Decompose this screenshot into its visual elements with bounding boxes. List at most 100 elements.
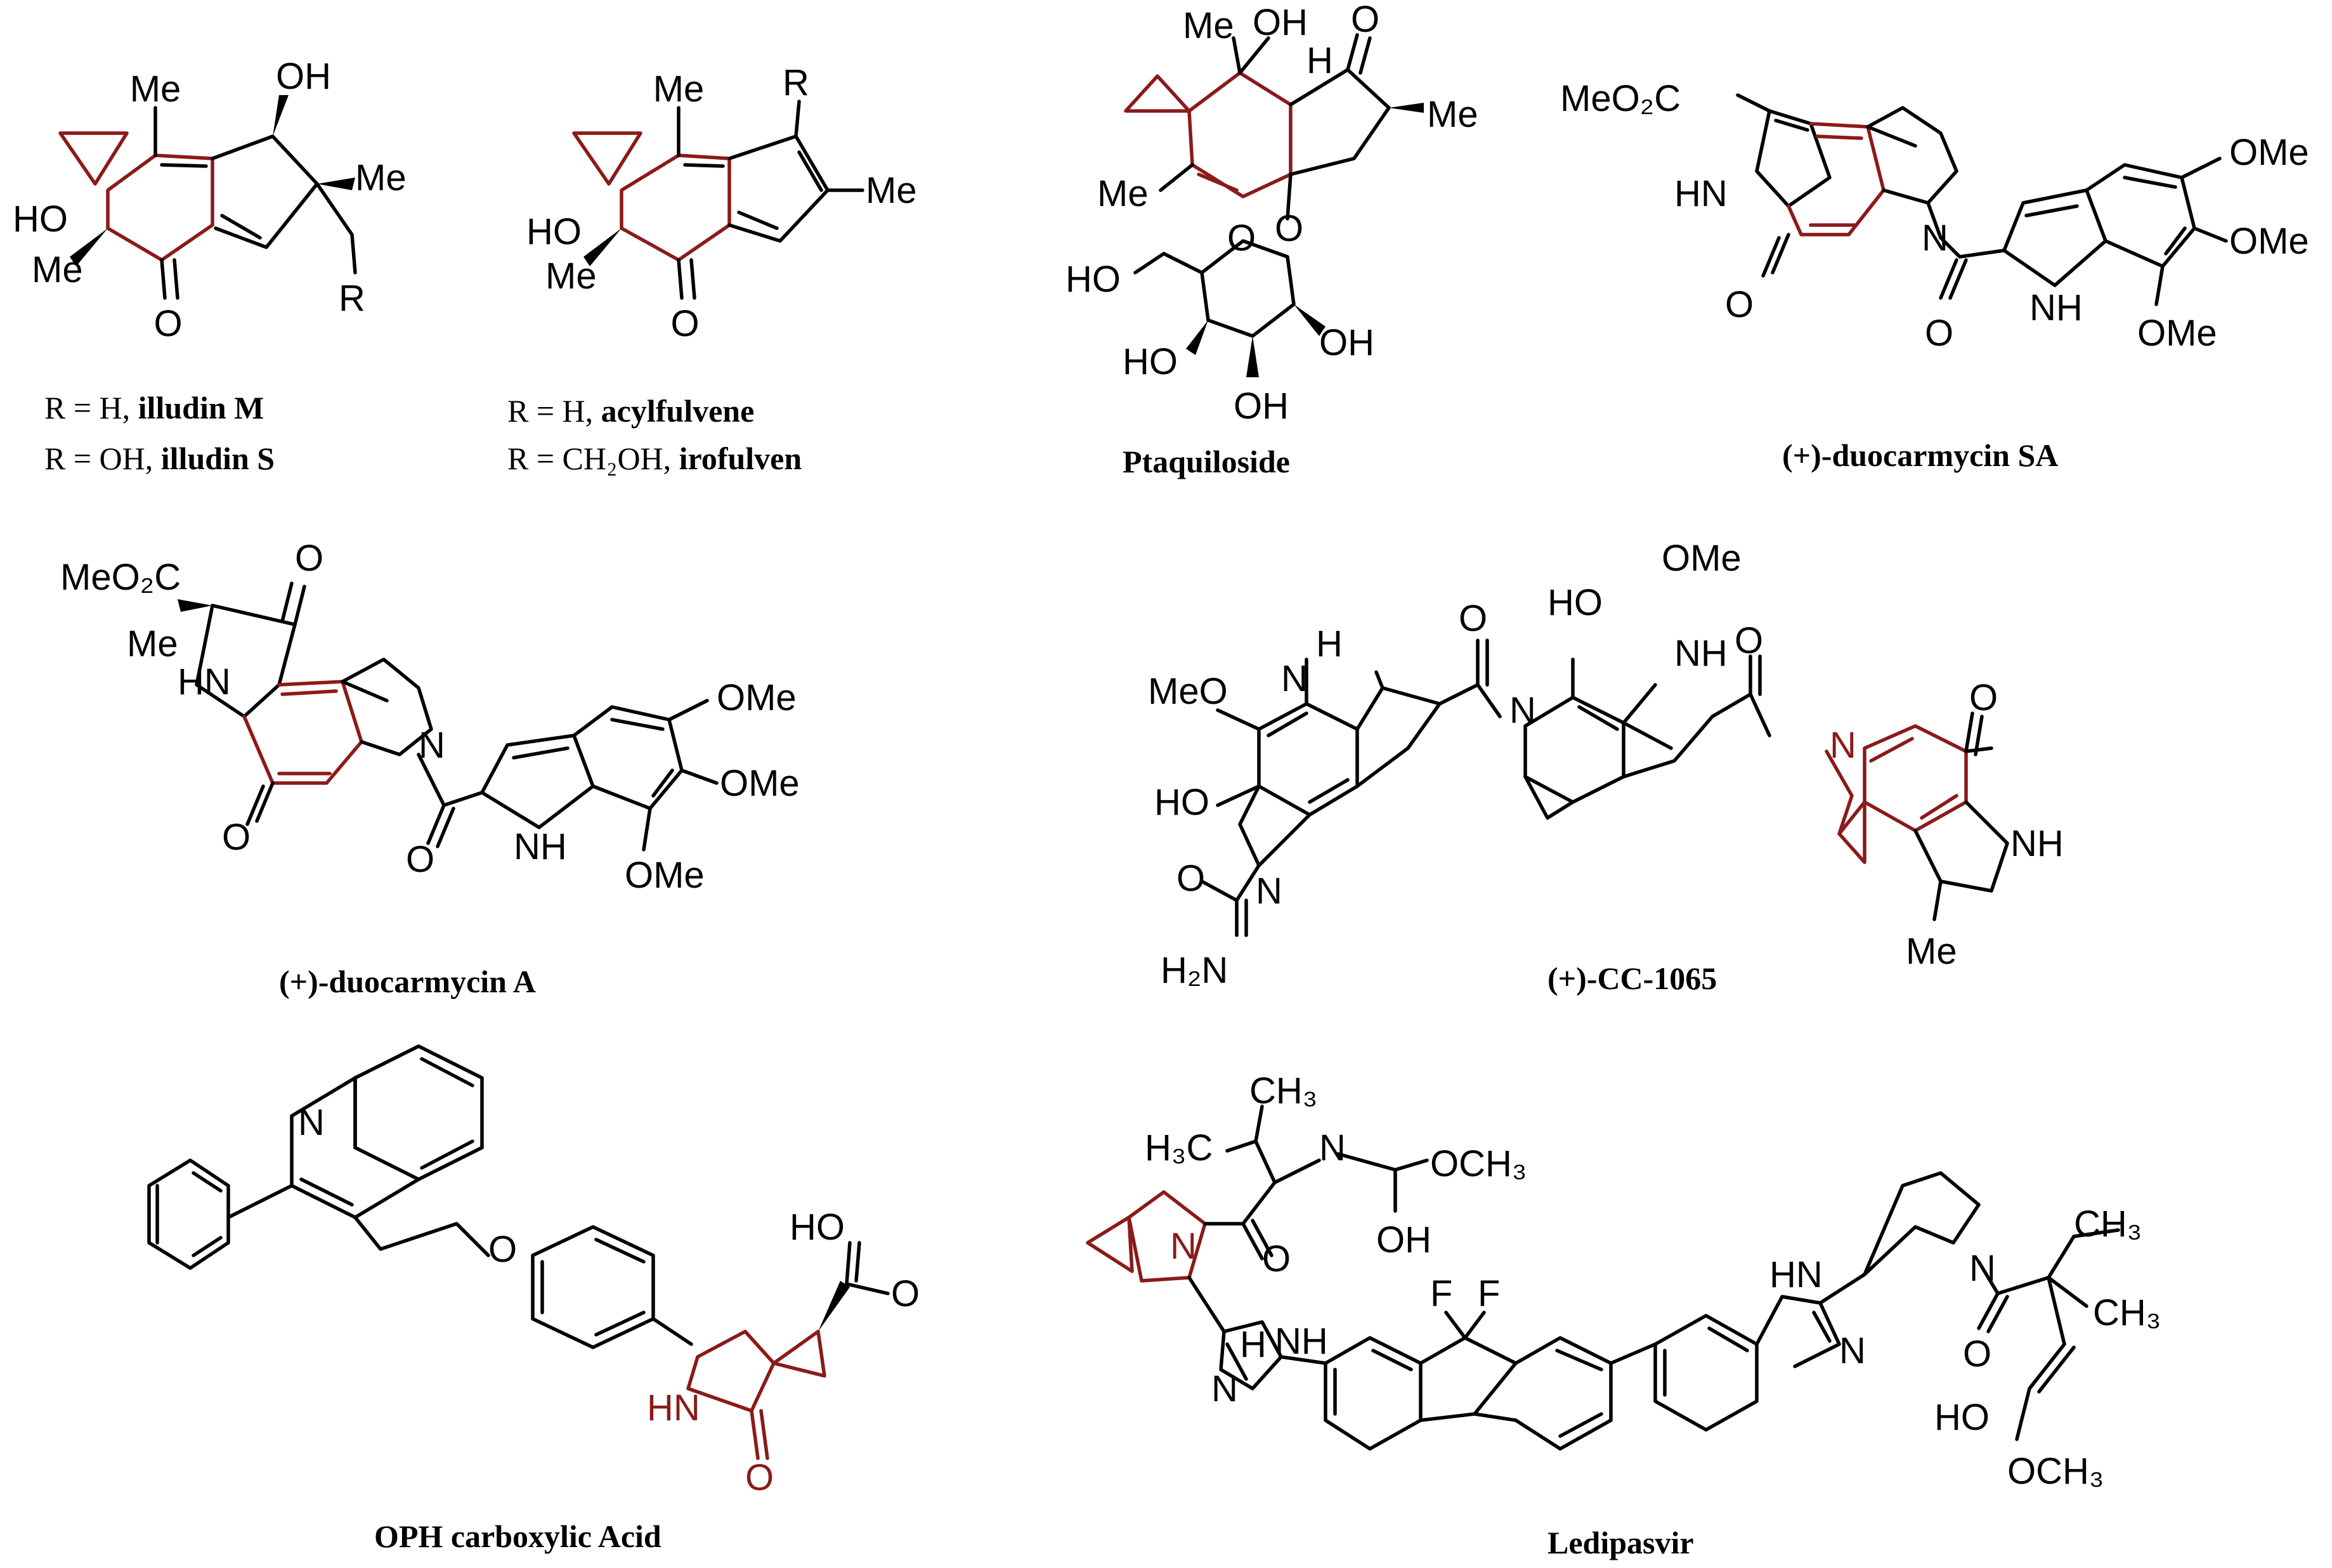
n-label: N xyxy=(1969,1248,1996,1289)
me-label: Me xyxy=(355,157,407,198)
oh-label: OH xyxy=(1253,2,1308,43)
ome-label: OMe xyxy=(625,855,705,896)
ome-label: OMe xyxy=(1662,538,1742,579)
oh-label: OH xyxy=(1234,386,1289,427)
n-label: N xyxy=(1256,871,1282,912)
o-label: O xyxy=(670,303,699,344)
o-label: O xyxy=(1351,0,1379,40)
ome-label: OMe xyxy=(720,763,800,804)
ptaquiloside-caption: Ptaquiloside xyxy=(1123,444,1290,479)
och3-label: OCH₃ xyxy=(1430,1143,1527,1184)
me-label: Me xyxy=(127,623,178,664)
meo-label: MeO xyxy=(1148,671,1228,712)
o-label: O xyxy=(222,817,251,858)
ptaquiloside-structure: Me OH H O Me Me O O HO HO OH OH xyxy=(1065,0,1478,427)
hn-label: HN xyxy=(1769,1254,1823,1295)
me-label: Me xyxy=(545,256,597,297)
h-label: H xyxy=(1240,1324,1267,1365)
oh-label: OH xyxy=(1319,322,1374,363)
ome-label: OMe xyxy=(2229,132,2309,173)
n-label: N xyxy=(419,725,445,766)
ledipasvir-caption: Ledipasvir xyxy=(1547,1525,1694,1560)
o-label: O xyxy=(1735,620,1763,661)
n-label: N xyxy=(1922,217,1948,259)
ch3-label: CH₃ xyxy=(2093,1292,2161,1333)
o-label: O xyxy=(1176,858,1205,899)
oh-label: OH xyxy=(1376,1219,1431,1260)
nh-label: NH xyxy=(1275,1321,1328,1362)
me-label: Me xyxy=(1427,94,1478,135)
f-label: F xyxy=(1478,1273,1500,1314)
o-label: O xyxy=(745,1457,774,1498)
ch3-label: CH₃ xyxy=(1249,1070,1317,1111)
cc1065-structure: H N MeO HO O N H₂N O N HO OMe NH O N O N… xyxy=(1148,538,2064,991)
ho-label: HO xyxy=(1154,782,1209,823)
o-label: O xyxy=(153,303,182,344)
ho-label: HO xyxy=(13,198,68,240)
acylfulvene-caption-line1: R = H, acylfulvene xyxy=(507,393,754,429)
hn-label: HN xyxy=(178,661,231,703)
h-label: H xyxy=(1316,623,1343,664)
n-label: N xyxy=(1170,1226,1197,1267)
nh-label: NH xyxy=(514,826,567,867)
n-label: N xyxy=(1319,1127,1346,1169)
illudin-caption-line1: R = H, illudin M xyxy=(44,390,264,425)
h3c-label: H₃C xyxy=(1145,1127,1213,1169)
ch3-label: CH₃ xyxy=(2074,1203,2142,1245)
me-label: Me xyxy=(130,68,181,110)
o-label: O xyxy=(1925,313,1953,354)
o-label: O xyxy=(1969,677,1998,718)
acylfulvene-caption-line2: R = CH₂OH, irofulven xyxy=(507,441,802,476)
ome-label: OMe xyxy=(717,677,797,718)
ho-label: HO xyxy=(1547,582,1603,623)
ome-label: OMe xyxy=(2229,221,2309,262)
h-label: H xyxy=(1306,40,1333,81)
me-label: Me xyxy=(1097,173,1149,214)
nh-label: NH xyxy=(1674,633,1728,674)
ho-label: HO xyxy=(1934,1397,1990,1438)
o-label: O xyxy=(1963,1333,1991,1375)
o-label: O xyxy=(406,839,434,880)
ledipasvir-structure: CH₃ H₃C N OCH₃ OH N O H NH N F F HN N N … xyxy=(1086,1070,2161,1492)
meo2c-label: MeO₂C xyxy=(1560,78,1681,119)
oh-label: OH xyxy=(276,56,331,97)
oph-structure: N O HN O HO O xyxy=(147,1044,920,1498)
o-label: O xyxy=(1227,217,1256,259)
n-label: N xyxy=(1509,690,1536,731)
nh-label: NH xyxy=(2029,287,2083,328)
ho-label: HO xyxy=(1065,259,1121,300)
r-label: R xyxy=(783,62,809,103)
acylfulvene-structure: Me R Me HO Me O xyxy=(526,62,917,344)
n-label: N xyxy=(298,1102,325,1143)
hn-label: HN xyxy=(1674,173,1728,214)
illudin-structure: Me OH Me HO Me O R xyxy=(13,56,407,344)
cc1065-caption: (+)-CC-1065 xyxy=(1547,961,1717,996)
nh-label: NH xyxy=(2010,823,2064,864)
o-label: O xyxy=(295,538,323,579)
hn-label: HN xyxy=(647,1387,700,1429)
oph-caption: OPH carboxylic Acid xyxy=(374,1519,661,1554)
me-label: Me xyxy=(32,249,83,290)
duocarmycin-a-structure: MeO₂C O Me HN O N O NH OMe OMe OMe xyxy=(60,538,800,896)
o-label: O xyxy=(891,1273,920,1314)
duocarmycin-sa-structure: MeO₂C HN O N O NH OMe OMe OMe xyxy=(1560,78,2309,354)
illudin-caption-line2: R = OH, illudin S xyxy=(44,441,275,476)
n-label: N xyxy=(1211,1368,1238,1409)
ome-label: OMe xyxy=(2137,313,2217,354)
o-label: O xyxy=(1459,598,1487,639)
och3-label: OCH₃ xyxy=(2007,1451,2104,1492)
duocarmycin-sa-caption: (+)-duocarmycin SA xyxy=(1782,437,2058,473)
o-label: O xyxy=(488,1229,517,1270)
ho-label: HO xyxy=(526,211,582,252)
o-label: O xyxy=(1262,1238,1291,1280)
ho-label: HO xyxy=(790,1207,845,1248)
n-label: N xyxy=(1281,658,1308,699)
duocarmycin-a-caption: (+)-duocarmycin A xyxy=(279,964,536,999)
n-label: N xyxy=(1830,725,1856,766)
me-label: Me xyxy=(1183,5,1234,46)
f-label: F xyxy=(1430,1273,1452,1314)
o-label: O xyxy=(1725,284,1754,325)
r-label: R xyxy=(339,278,365,319)
n-label: N xyxy=(1839,1330,1866,1371)
